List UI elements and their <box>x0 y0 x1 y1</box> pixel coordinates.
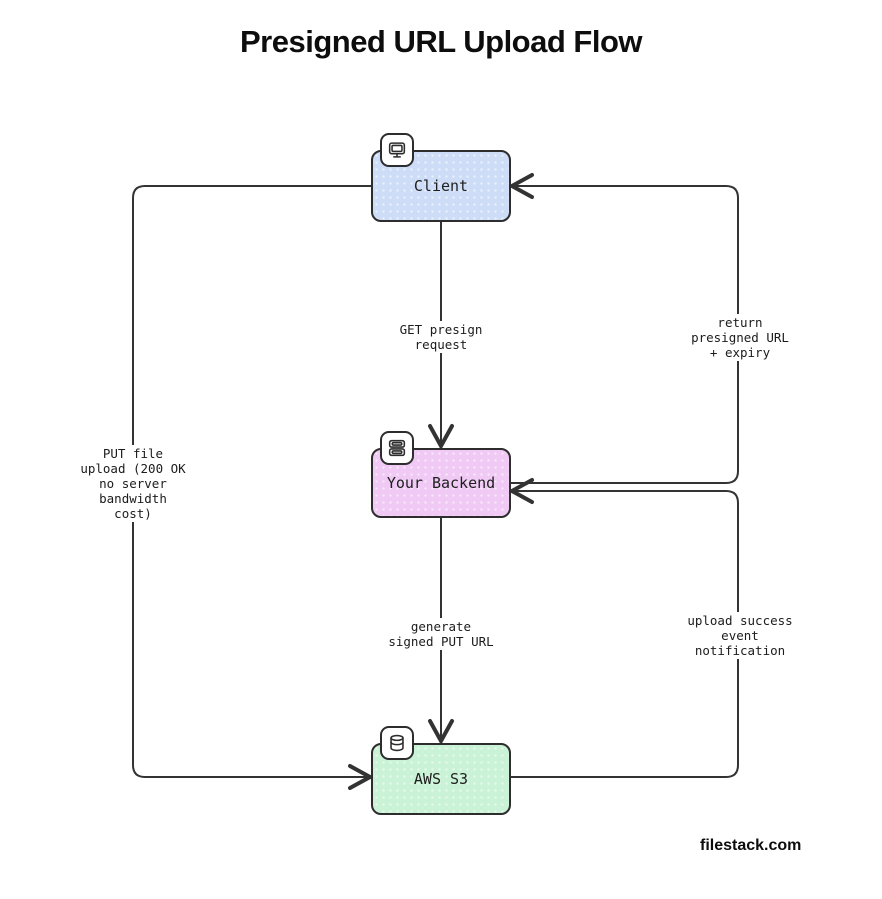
edge-label-generate-signed-put-url: generate signed PUT URL <box>384 618 498 650</box>
s3-node: AWS S3 <box>371 726 511 815</box>
backend-node-label: Your Backend <box>386 474 496 492</box>
edge-label-return-presigned-url: return presigned URL + expiry <box>687 314 793 361</box>
filestack-watermark: filestack.com <box>700 837 802 854</box>
monitor-icon <box>380 133 414 167</box>
client-node-label: Client <box>413 177 469 195</box>
backend-node: Your Backend <box>371 431 511 518</box>
diagram-title: Presigned URL Upload Flow <box>239 24 643 59</box>
server-icon <box>380 431 414 465</box>
edge-label-get-presign-request: GET presign request <box>395 321 487 353</box>
database-icon <box>380 726 414 760</box>
edge-label-upload-success-notification: upload success event notification <box>683 612 797 659</box>
s3-node-label: AWS S3 <box>413 770 469 788</box>
client-node: Client <box>371 133 511 222</box>
edge-label-put-file-upload: PUT file upload (200 OK no server bandwi… <box>76 445 190 522</box>
